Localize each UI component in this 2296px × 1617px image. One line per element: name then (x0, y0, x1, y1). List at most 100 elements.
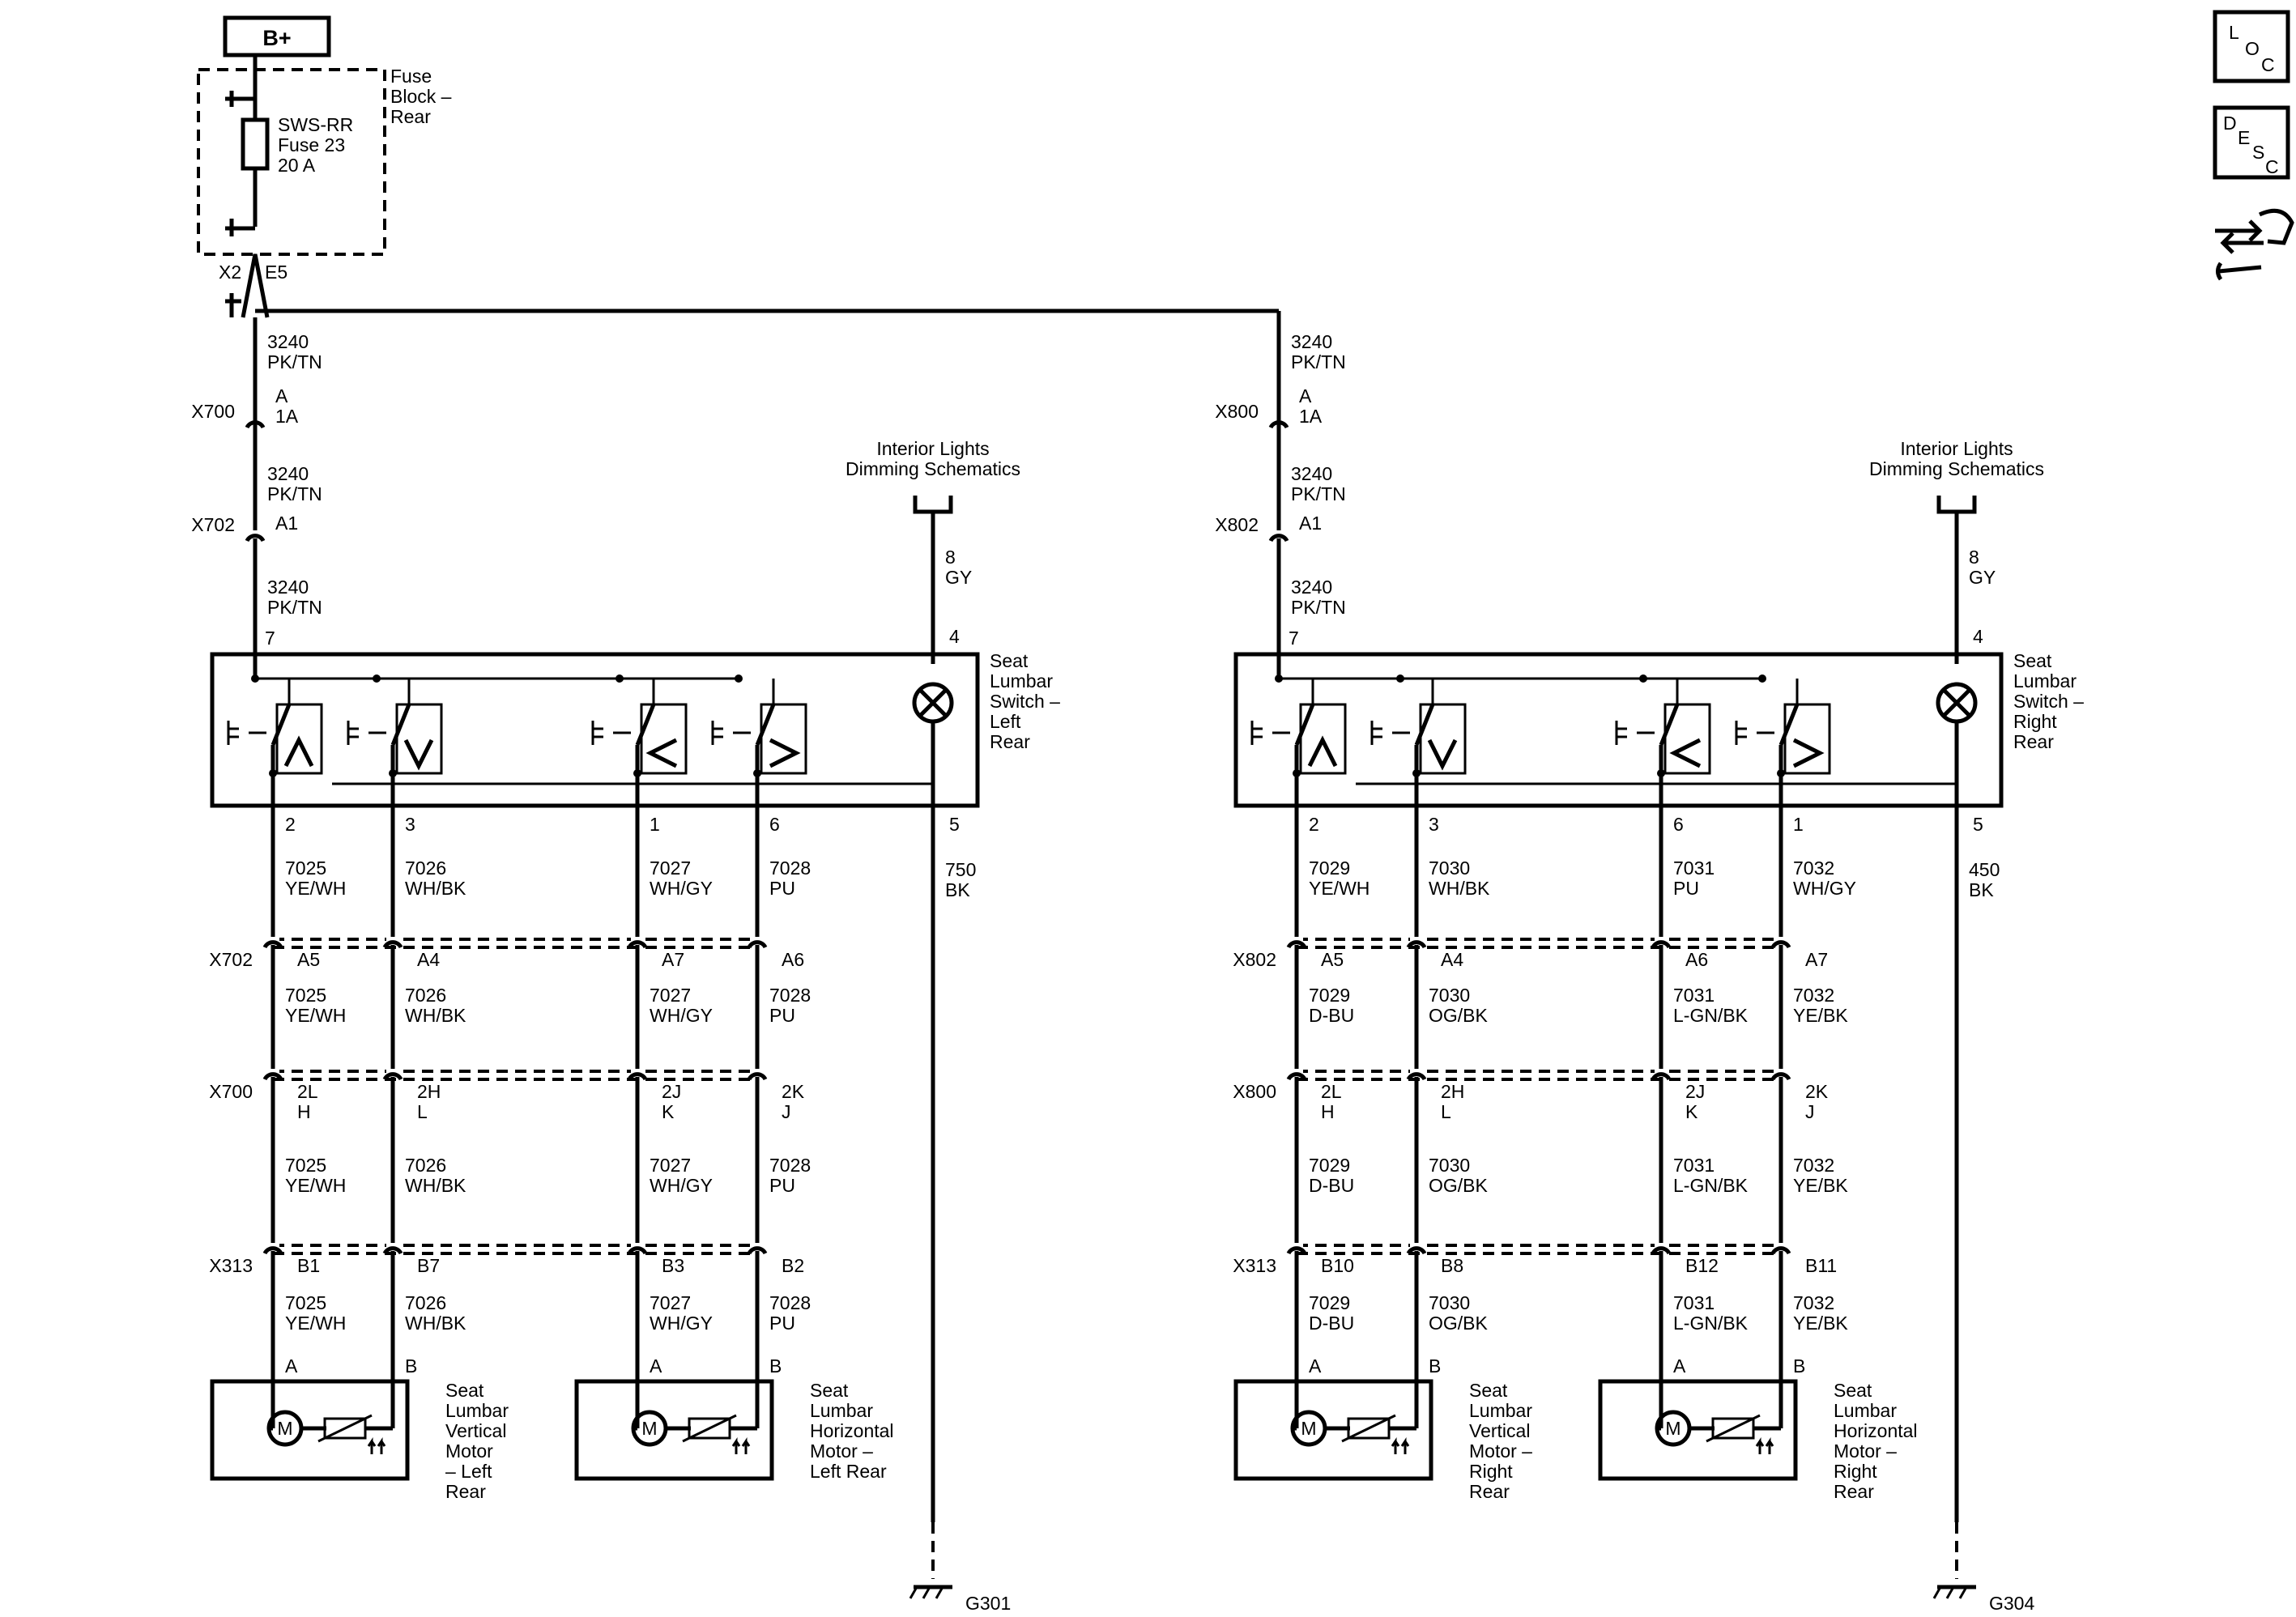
top-wire-circuit: 3240 (267, 331, 309, 352)
switch-blade (1414, 704, 1435, 746)
node (753, 769, 761, 777)
motor-symbol: M (1301, 1418, 1316, 1439)
motor-pin: A (650, 1355, 662, 1377)
dimming-wire-color: GY (1969, 567, 1996, 588)
segment-color: YE/BK (1793, 1313, 1848, 1334)
arrow-up-icon (1307, 735, 1338, 768)
node (1777, 769, 1785, 777)
switch-channel-up: 2 (227, 679, 323, 835)
segment-circuit: 7027 (650, 985, 691, 1006)
bus-node (1275, 674, 1283, 683)
motor-label: Lumbar (1469, 1400, 1532, 1421)
motor-therm-slash (1341, 1414, 1396, 1443)
segment-color: D-BU (1309, 1313, 1354, 1334)
cavity-pin: B12 (1685, 1255, 1719, 1276)
motor-label: Motor (445, 1440, 493, 1462)
switch-blade (635, 704, 656, 746)
switch-label: Lumbar (2013, 670, 2077, 691)
switch-blade (755, 704, 776, 746)
dimming-label: Dimming Schematics (846, 458, 1020, 479)
bus-node (1758, 674, 1766, 683)
arrow-right-icon (1792, 738, 1825, 768)
segment-color: YE/WH (1309, 878, 1370, 899)
segment-circuit: 7028 (769, 1155, 811, 1176)
ground-name: G301 (965, 1593, 1011, 1614)
wire-color: PK/TN (1291, 483, 1346, 504)
motor-label: Motor – (810, 1440, 873, 1462)
lamp-x2 (1942, 688, 1971, 717)
node (633, 769, 641, 777)
segment-color: PU (769, 1313, 795, 1334)
motor-box (1233, 1379, 1433, 1481)
segment-color: YE/BK (1793, 1005, 1848, 1026)
segment-color: YE/BK (1793, 1175, 1848, 1196)
channel-wire-2: 7026WH/BK7026WH/BK7026WH/BK7026WH/BKA42H… (382, 810, 466, 1377)
cavity-pin: H (297, 1101, 311, 1122)
arrow-down-icon (403, 738, 434, 771)
switch-label: Right (2013, 711, 2057, 732)
segment-color: WH/BK (405, 878, 466, 899)
switch-blade (270, 704, 292, 746)
cavity-arc (1286, 1072, 1307, 1081)
segment-color: YE/WH (285, 1313, 346, 1334)
segment-color: YE/WH (285, 1005, 346, 1026)
segment-color: WH/GY (1793, 878, 1856, 899)
contact-bracket (1615, 721, 1627, 745)
segment-circuit: 7025 (285, 1292, 326, 1313)
cavity-arc (747, 940, 768, 949)
cavity-arc (1406, 1246, 1427, 1255)
segment-circuit: 7028 (769, 985, 811, 1006)
motor-pin: B (1429, 1355, 1441, 1377)
segment-circuit: 7030 (1429, 1292, 1470, 1313)
dimming-connector (1936, 496, 1977, 514)
fuse-connector-stub (225, 293, 241, 317)
dimming-pin: 4 (949, 626, 960, 647)
loc-letter: O (2245, 38, 2260, 59)
motor-box (210, 1379, 410, 1481)
switch-channel-right: 1 (1735, 679, 1831, 835)
fuse-upper-contact (225, 70, 258, 107)
motor-box (574, 1379, 774, 1481)
fuse-rating: SWS-RR (278, 114, 353, 135)
cavity-arc (1406, 1072, 1427, 1081)
cavity-pin: K (662, 1101, 675, 1122)
cavity-pin: B10 (1321, 1255, 1354, 1276)
segment-circuit: 7027 (650, 857, 691, 879)
motor-pin: B (769, 1355, 782, 1377)
bus-node (616, 674, 624, 683)
cavity-arc (262, 1246, 283, 1255)
node (1293, 769, 1301, 777)
connector-pin: A (1299, 385, 1312, 406)
connector-arc (245, 534, 266, 543)
connector-name: X702 (191, 514, 235, 535)
motor-therm-slash (317, 1414, 373, 1443)
cavity-arc (1286, 1246, 1307, 1255)
fuse-rating: Fuse 23 (278, 134, 345, 155)
cavity-arc (1770, 1246, 1791, 1255)
motor-ptc-arrows (1755, 1437, 1774, 1454)
motor-symbol: M (277, 1418, 292, 1439)
switch-pin: 6 (769, 814, 780, 835)
segment-color: D-BU (1309, 1005, 1354, 1026)
segment-circuit: 7026 (405, 857, 446, 879)
ground-wire-color: BK (945, 879, 970, 900)
contact-bracket (591, 721, 603, 745)
motor-pin: A (1309, 1355, 1322, 1377)
cavity-arc (627, 940, 648, 949)
cavity-pin: A6 (782, 949, 804, 970)
wire-color: PK/TN (267, 483, 322, 504)
fuse-rating: 20 A (278, 155, 316, 176)
motor-label: Horizontal (1834, 1420, 1918, 1441)
segment-color: PU (769, 1175, 795, 1196)
segment-color: WH/BK (1429, 878, 1490, 899)
segment-circuit: 7031 (1673, 857, 1715, 879)
cavity-pin: 2J (1685, 1081, 1705, 1102)
cavity-arc (1770, 940, 1791, 949)
fuse-block-outline (197, 68, 386, 256)
cavity-pin: 2L (297, 1081, 318, 1102)
